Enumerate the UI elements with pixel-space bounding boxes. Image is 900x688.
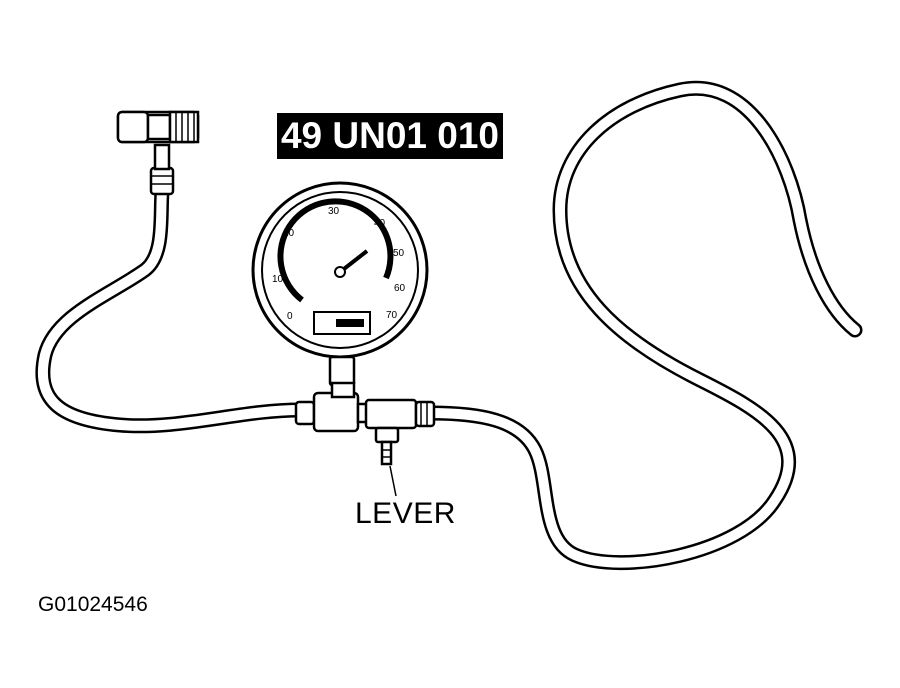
lever-leader-line xyxy=(389,465,397,497)
inlet-hose xyxy=(35,184,308,434)
gauge-scale-label: 60 xyxy=(394,283,406,294)
figure-id: G01024546 xyxy=(38,593,148,616)
hose-adapter-fitting xyxy=(116,110,200,196)
outlet-hose xyxy=(422,80,863,571)
gauge-scale-label: 10 xyxy=(272,274,284,285)
gauge-scale-label: 50 xyxy=(393,248,405,259)
gauge-scale-label: 70 xyxy=(386,310,398,321)
pressure-gauge: 0 10 20 30 40 50 60 70 xyxy=(251,181,429,387)
gauge-scale-label: 0 xyxy=(287,311,293,322)
gauge-scale-arc xyxy=(277,198,394,303)
gauge-scale-label: 30 xyxy=(328,206,340,217)
lever-callout: LEVER xyxy=(355,497,456,530)
gauge-scale-label: 40 xyxy=(374,218,386,229)
tee-valve-assembly xyxy=(294,381,436,444)
tool-number-label: 49 UN01 010 xyxy=(277,113,503,159)
gauge-scale-label: 20 xyxy=(283,228,295,239)
lever xyxy=(380,440,393,466)
